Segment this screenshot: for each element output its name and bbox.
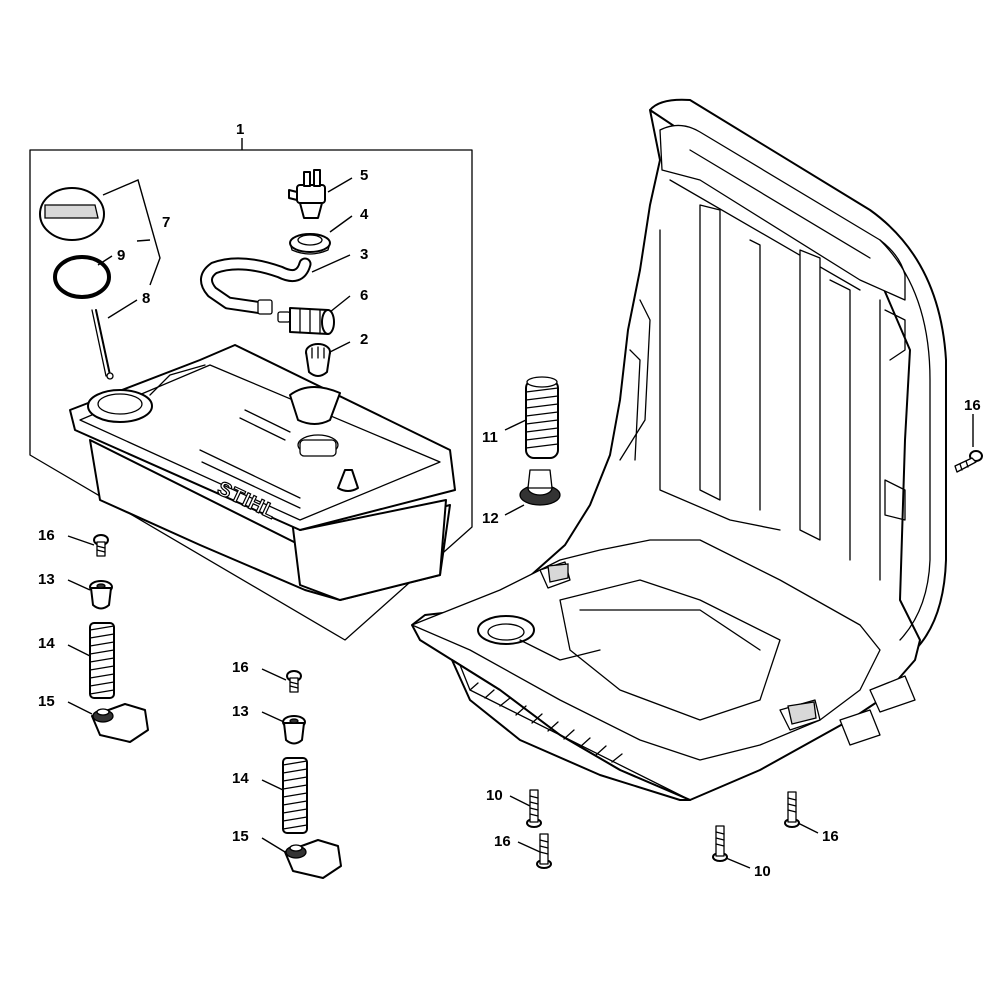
callout-labels: 1 5 4 3 6 2 7 9 8 16 13 14 15 16 13 14 1… (38, 121, 981, 880)
callout-6: 6 (360, 287, 368, 304)
part-7-cap (39, 187, 105, 241)
callout-13a: 13 (38, 571, 55, 588)
callout-16d: 16 (494, 833, 511, 850)
callout-9: 9 (117, 247, 125, 264)
callout-15b: 15 (232, 828, 249, 845)
callout-3: 3 (360, 246, 368, 263)
screw-10a (526, 789, 542, 828)
screw-10b (712, 825, 728, 862)
callout-8: 8 (142, 290, 150, 307)
callout-5: 5 (360, 167, 368, 184)
damper-15a (91, 703, 149, 743)
screw-16a (93, 534, 109, 557)
callout-14b: 14 (232, 770, 249, 787)
part-6-filter (277, 307, 335, 335)
screw-16d (536, 833, 552, 869)
screw-16b (286, 670, 302, 693)
callout-16a: 16 (38, 527, 55, 544)
spring-14b (282, 757, 308, 834)
backpack-frame (411, 98, 947, 801)
bushing-13a (89, 580, 113, 610)
part-3-hose (200, 257, 312, 315)
spring-11 (525, 376, 559, 459)
screw-16e (784, 791, 800, 828)
bushing-12 (519, 469, 561, 506)
callout-2: 2 (360, 331, 368, 348)
part-4-grommet (289, 233, 331, 255)
callout-16e: 16 (822, 828, 839, 845)
part-9-o-ring (53, 255, 111, 299)
callout-1: 1 (236, 121, 244, 138)
callout-13b: 13 (232, 703, 249, 720)
spring-14a (89, 622, 115, 699)
callout-10b: 10 (754, 863, 771, 880)
callout-14a: 14 (38, 635, 55, 652)
fuel-tank: STIHL (69, 344, 456, 601)
leader-lines (67, 138, 974, 869)
mount-stack-left (89, 534, 149, 743)
part-8-pin (91, 309, 114, 380)
callout-4: 4 (360, 206, 369, 223)
part-5-valve (288, 169, 326, 219)
bushing-13b (282, 715, 306, 745)
callout-7: 7 (162, 214, 170, 231)
damper-15b (284, 839, 342, 879)
screw-16c (954, 450, 983, 473)
callout-16c: 16 (964, 397, 981, 414)
part-2-grommet (305, 343, 331, 377)
callout-15a: 15 (38, 693, 55, 710)
callout-11: 11 (482, 429, 498, 446)
mount-stack-center (282, 670, 342, 879)
callout-16b: 16 (232, 659, 249, 676)
callout-10a: 10 (486, 787, 503, 804)
callout-12: 12 (482, 510, 499, 527)
